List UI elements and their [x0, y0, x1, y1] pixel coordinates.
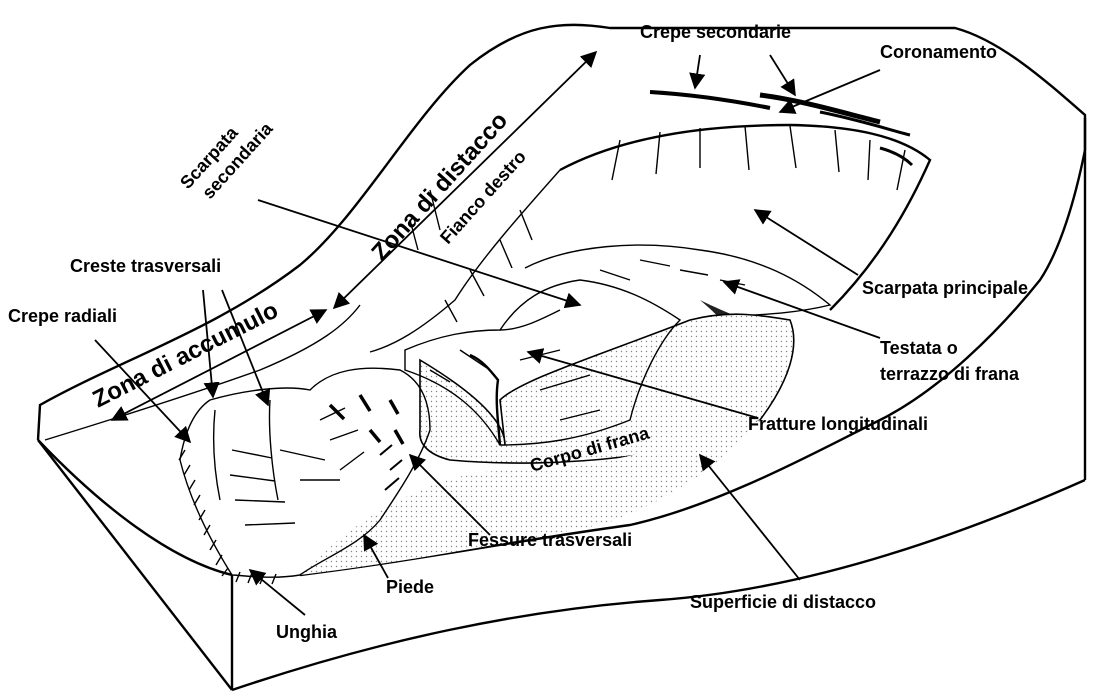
label-coronamento: Coronamento — [880, 42, 997, 62]
arrow-crepe-secondarie-1 — [695, 55, 700, 88]
label-crepe-secondarie: Crepe secondarie — [640, 22, 791, 42]
crown-cracks — [650, 92, 912, 165]
label-superficie-distacco: Superficie di distacco — [690, 592, 876, 612]
label-testata-2: terrazzo di frana — [880, 364, 1020, 384]
label-crepe-radiali: Crepe radiali — [8, 306, 117, 326]
label-scarpata-principale: Scarpata principale — [862, 278, 1028, 298]
label-creste-trasversali: Creste trasversali — [70, 256, 221, 276]
label-piede: Piede — [386, 577, 434, 597]
labels: Crepe secondarie Coronamento Scarpata se… — [8, 22, 1028, 642]
arrow-crepe-secondarie-2 — [770, 55, 795, 95]
label-fratture-longitudinali: Fratture longitudinali — [748, 414, 928, 434]
arrow-coronamento — [780, 70, 880, 112]
arrow-zona-distacco — [334, 52, 596, 308]
arrow-superficie-distacco — [700, 455, 800, 580]
arrow-scarpata-principale — [755, 210, 858, 275]
label-fessure-trasversali: Fessure trasversali — [468, 530, 632, 550]
label-unghia: Unghia — [276, 622, 338, 642]
label-testata-1: Testata o — [880, 338, 958, 358]
